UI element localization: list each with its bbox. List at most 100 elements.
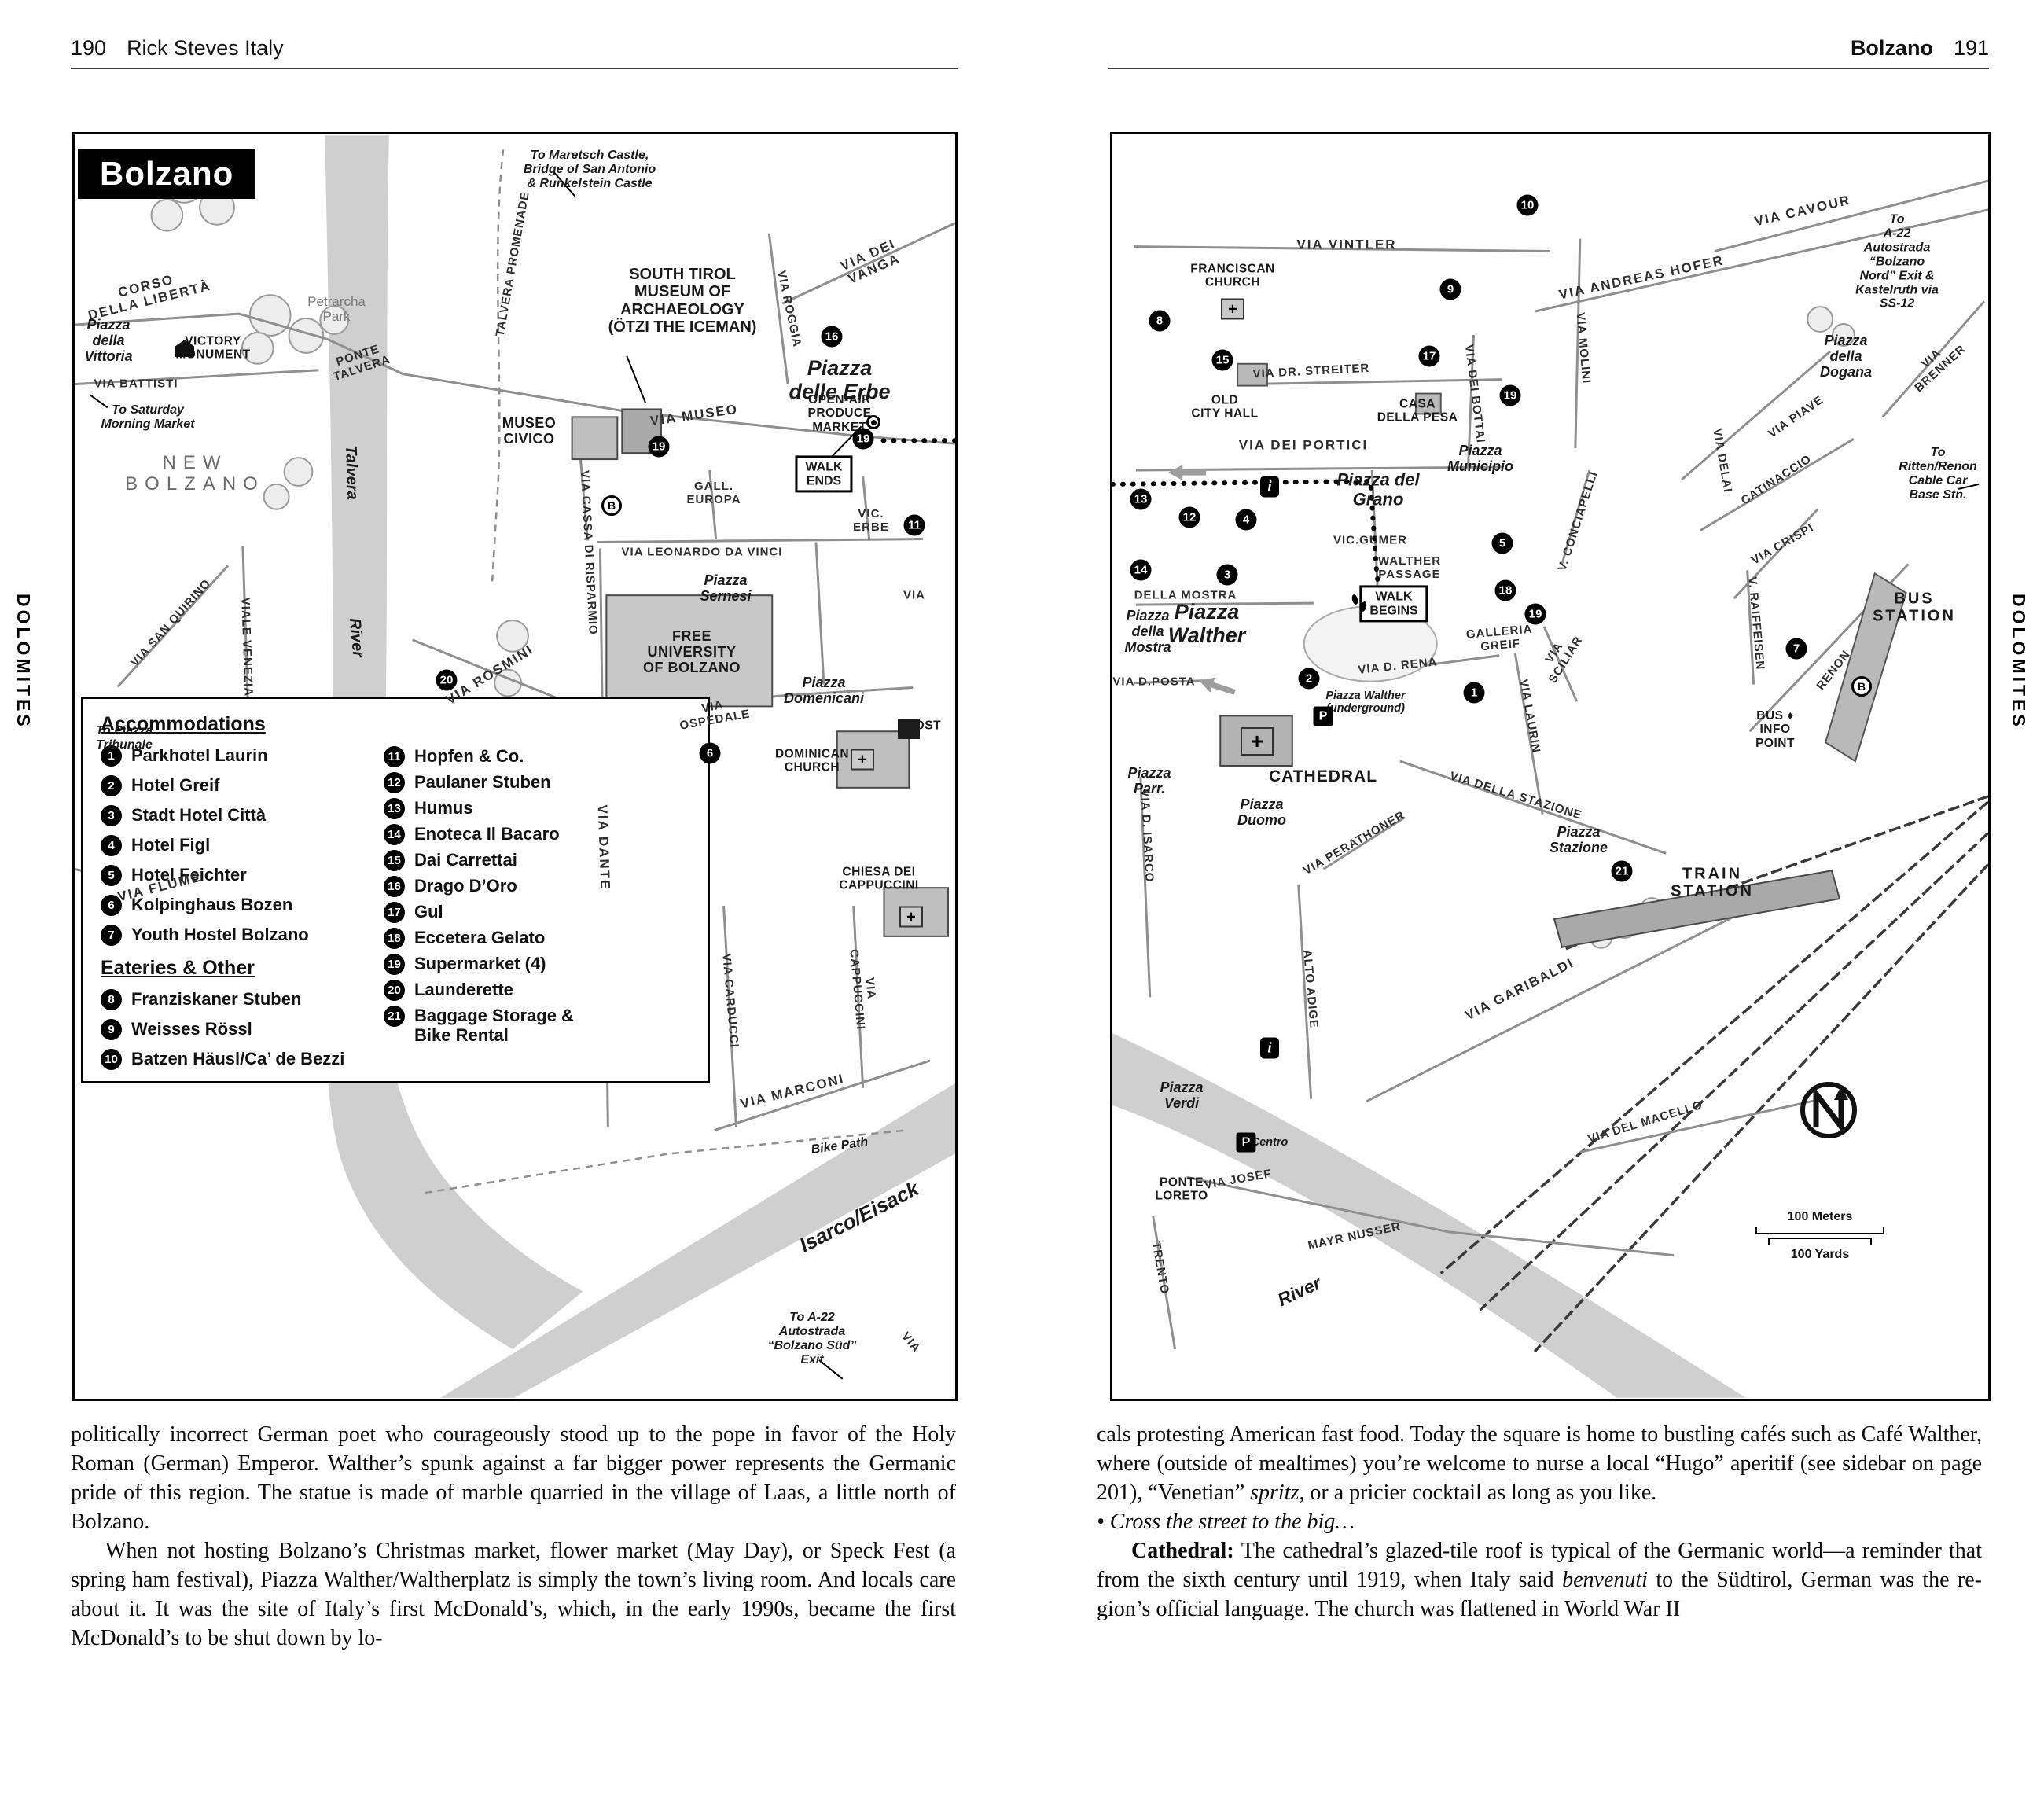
label-piazza-duomo: Piazza Duomo [1237, 796, 1286, 828]
legend-label: Kolpinghaus Bozen [131, 895, 293, 914]
legend-badge-14: 14 [384, 824, 405, 845]
text-segment: The cathedral’s glazed-tile roof is typi… [1097, 1539, 1982, 1592]
map-marker-19: 19 [1524, 603, 1546, 625]
walk-route-dotted [1112, 478, 1386, 619]
map-marker-21: 21 [1611, 860, 1633, 882]
map-marker-20: 20 [436, 669, 458, 691]
label-via-d-posta: VIA D.POSTA [1112, 675, 1196, 689]
map-marker-18: 18 [1494, 579, 1516, 601]
legend-label: Weisses Rössl [131, 1019, 252, 1039]
label-to-a-22-autostrada-bolzano-nord-exit-kas: To A-22 Autostrada “Bolzano Nord” Exit &… [1855, 212, 1939, 311]
legend-badge-2: 2 [101, 775, 122, 796]
legend-label: Eccetera Gelato [414, 928, 546, 947]
block-icon [898, 719, 920, 739]
label-museo-civico: MUSEO CIVICO [502, 414, 557, 447]
label-to-a-22-autostrada-bolzano-s-d-exit: To A-22 Autostrada “Bolzano Süd” Exit [767, 1311, 857, 1366]
legend-label: Enoteca Il Bacaro [414, 824, 560, 844]
map-marker-8: 8 [1149, 310, 1171, 332]
legend-badge-17: 17 [384, 902, 405, 923]
label-free-university-of-bolzano: FREE UNIVERSITY OF BOLZANO [643, 627, 741, 676]
label-piazza-del-grano: Piazza del Grano [1336, 469, 1420, 509]
buildings [571, 408, 950, 937]
legend-item-21: 21 Baggage Storage & Bike Rental [384, 1006, 690, 1046]
church-icon: + [851, 749, 874, 771]
legend-badge-9: 9 [101, 1019, 122, 1040]
legend-label: Baggage Storage & Bike Rental [414, 1006, 574, 1046]
legend-item-17: 17 Gul [384, 902, 690, 923]
footsteps-icon [1352, 594, 1366, 613]
label-river: River [346, 617, 367, 658]
map-marker-11: 11 [903, 514, 925, 536]
legend-badge-4: 4 [101, 835, 122, 856]
label-piazza-stazione: Piazza Stazione [1549, 823, 1608, 855]
label-piazza-verdi: Piazza Verdi [1160, 1079, 1204, 1111]
parking-icon: P [1313, 706, 1333, 726]
map-marker-19: 19 [648, 436, 670, 458]
body-text-left: politically incorrect German poet who co… [71, 1420, 956, 1653]
label-via: VIA [903, 588, 926, 602]
label-via-vintler: VIA VINTLER [1296, 237, 1397, 252]
label-talvera: Talvera [341, 444, 362, 501]
map-east-streets-layer [1112, 179, 1988, 1398]
legend-item-18: 18 Eccetera Gelato [384, 928, 690, 949]
legend-badge-3: 3 [101, 805, 122, 826]
label-piazza-domenicani: Piazza Domenicani [783, 674, 865, 706]
label-via-dante: VIA DANTE [594, 804, 613, 891]
old-city-hall-building [1237, 362, 1268, 387]
label-to-maretsch-castle-bridge-of-san-antonio: To Maretsch Castle, Bridge of San Antoni… [523, 149, 656, 190]
text-segment: politically incorrect German poet who co… [71, 1422, 956, 1534]
legend-badge-1: 1 [101, 745, 122, 767]
text-segment: spritz, [1250, 1480, 1305, 1505]
label-via-leonardo-da-vinci: VIA LEONARDO DA VINCI [621, 545, 783, 559]
isarco-river [1112, 1033, 1746, 1398]
legend-label: Gul [414, 902, 443, 921]
page-number: 190 [71, 36, 107, 60]
legend-badge-21: 21 [384, 1006, 405, 1027]
free-university-building [605, 594, 774, 708]
label-victory-monument: VICTORY MONUMENT [175, 334, 251, 362]
text-segment: to the Südtirol, German was the re­gion’… [1097, 1568, 1982, 1621]
label-to-ritten-renon-cable-car-base-stn: To Ritten/Renon Cable Car Base Stn. [1899, 446, 1977, 502]
label-old-city-hall: OLD CITY HALL [1191, 393, 1259, 421]
text-segment: When not hosting Bolzano’s Christmas mar… [71, 1539, 956, 1650]
legend-accommodations-title: Accommodations [101, 713, 266, 735]
label-piazza-municipio: Piazza Municipio [1447, 442, 1513, 474]
map-marker-9: 9 [1439, 278, 1461, 300]
isarco-river [440, 1083, 955, 1398]
label-via-battisti: VIA BATTISTI [94, 377, 178, 391]
label-cathedral: CATHEDRAL [1268, 767, 1378, 786]
legend-label: Hotel Greif [131, 775, 220, 795]
bus-station-building [1824, 572, 1907, 763]
monument-icon [175, 340, 194, 357]
body-paragraph: Cathedral: The cathedral’s glazed-tile r… [1097, 1536, 1982, 1624]
legend-item-9: 9 Weisses Rössl [101, 1019, 384, 1040]
streets [1134, 179, 1988, 1350]
legend-label: Hotel Figl [131, 835, 211, 855]
map-scale: 100 Meters 100 Yards [1755, 1210, 1884, 1262]
left-page-header: 190 Rick Steves Italy [71, 36, 284, 61]
legend-badge-18: 18 [384, 928, 405, 949]
legend-label: Hopfen & Co. [414, 746, 524, 766]
church-lg-icon: + [1241, 727, 1274, 756]
legend-badge-5: 5 [101, 865, 122, 886]
info-icon: i [1260, 1037, 1279, 1059]
circled-b-icon: B [1851, 676, 1872, 697]
map-marker-16: 16 [821, 326, 843, 348]
map-marker-3: 3 [1216, 564, 1238, 586]
train-station-building [1553, 870, 1841, 948]
casa-della-pesa-building [1414, 392, 1442, 415]
map-title: Bolzano [78, 149, 256, 199]
map-marker-6: 6 [699, 742, 721, 764]
page-number: 191 [1953, 36, 1989, 60]
label-south-tirol-museum-of-archaeology-tzi-th: SOUTH TIROL MUSEUM OF ARCHAEOLOGY (ÖTZI … [608, 266, 757, 337]
